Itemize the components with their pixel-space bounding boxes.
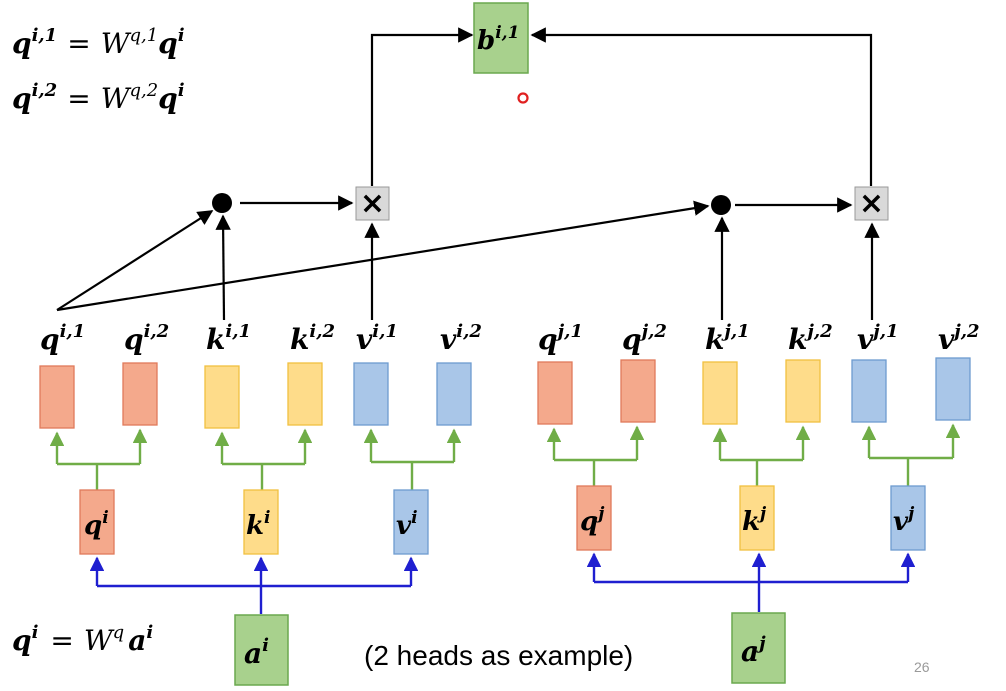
head-vector-kj2 [785,359,821,423]
mid-vector-vi: vi [393,489,429,555]
head-vector-qi2 [122,362,158,426]
head-vector-qj2 [620,359,656,423]
dot-product-node-1 [212,193,232,213]
head-vectors-j [537,357,971,425]
svg-text:qj,2: qj,2 [622,321,667,356]
head-vector-kj1 [702,361,738,425]
head-vector-ki2 [287,362,323,426]
attention-arrows [56,195,880,321]
svg-text:aj: aj [741,633,766,668]
svg-text:vj: vj [893,504,915,537]
dot-product-node-2 [711,195,731,215]
head-labels-j: qj,1 qj,2 kj,1 kj,2 vj,1 vj,2 [538,321,980,356]
svg-text:qi,2: qi,2 [124,321,169,356]
svg-text:qi,1=Wq,1qi: qi,1=Wq,1qi [12,25,185,60]
svg-text:kj,2: kj,2 [788,321,833,356]
mid-vector-vj: vj [890,485,926,551]
head-vector-qj1 [537,361,573,425]
svg-text:vi,2: vi,2 [440,321,482,356]
svg-text:qj,1: qj,1 [538,321,583,356]
svg-text:×: × [360,186,385,221]
equation-qi1: qi,1=Wq,1qi [12,25,185,60]
caption: (2 heads as example) [364,640,633,671]
page-number: 26 [914,659,930,675]
head-vector-vi2 [436,362,472,426]
head-vectors-i [39,362,472,429]
head-labels-i: qi,1 qi,2 ki,1 ki,2 vi,1 vi,2 [40,321,482,356]
mid-vector-qj: qj [576,485,612,551]
head-vector-ki1 [204,365,240,429]
input-ai-box: ai [234,614,289,686]
svg-text:vi,1: vi,1 [356,321,398,356]
head-vector-vj1 [851,359,887,423]
svg-text:ki,2: ki,2 [290,321,335,356]
mid-vector-ki: ki [243,489,279,555]
input-connectors [89,552,916,614]
multiply-box-2: × [854,186,889,221]
output-connections [370,27,873,186]
svg-text:qi,1: qi,1 [40,321,85,356]
svg-text:×: × [859,186,884,221]
head-vector-qi1 [39,365,75,429]
svg-text:ai: ai [244,635,269,670]
head-vector-vj2 [935,357,971,421]
output-b-box: bi,1 [473,2,529,74]
svg-text:bi,1: bi,1 [477,23,519,56]
split-connectors [49,423,961,490]
multiply-box-1: × [355,186,390,221]
mid-vector-kj: kj [739,485,775,551]
mid-vector-qi: qi [79,489,115,555]
svg-text:kj,1: kj,1 [705,321,750,356]
svg-text:vj,1: vj,1 [857,321,899,356]
svg-text:kj: kj [742,504,767,537]
svg-text:qi,2=Wq,2qi: qi,2=Wq,2qi [12,80,185,115]
svg-text:vi: vi [396,508,418,541]
input-aj-box: aj [731,612,786,684]
svg-text:vj,2: vj,2 [938,321,980,356]
svg-text:ki,1: ki,1 [206,321,251,356]
svg-text:qj: qj [580,504,605,537]
equation-qi2: qi,2=Wq,2qi [12,80,185,115]
pointer-cursor [517,92,529,104]
svg-text:qi: qi [84,508,109,541]
svg-text:ki: ki [246,508,270,541]
head-vector-vi1 [353,362,389,426]
